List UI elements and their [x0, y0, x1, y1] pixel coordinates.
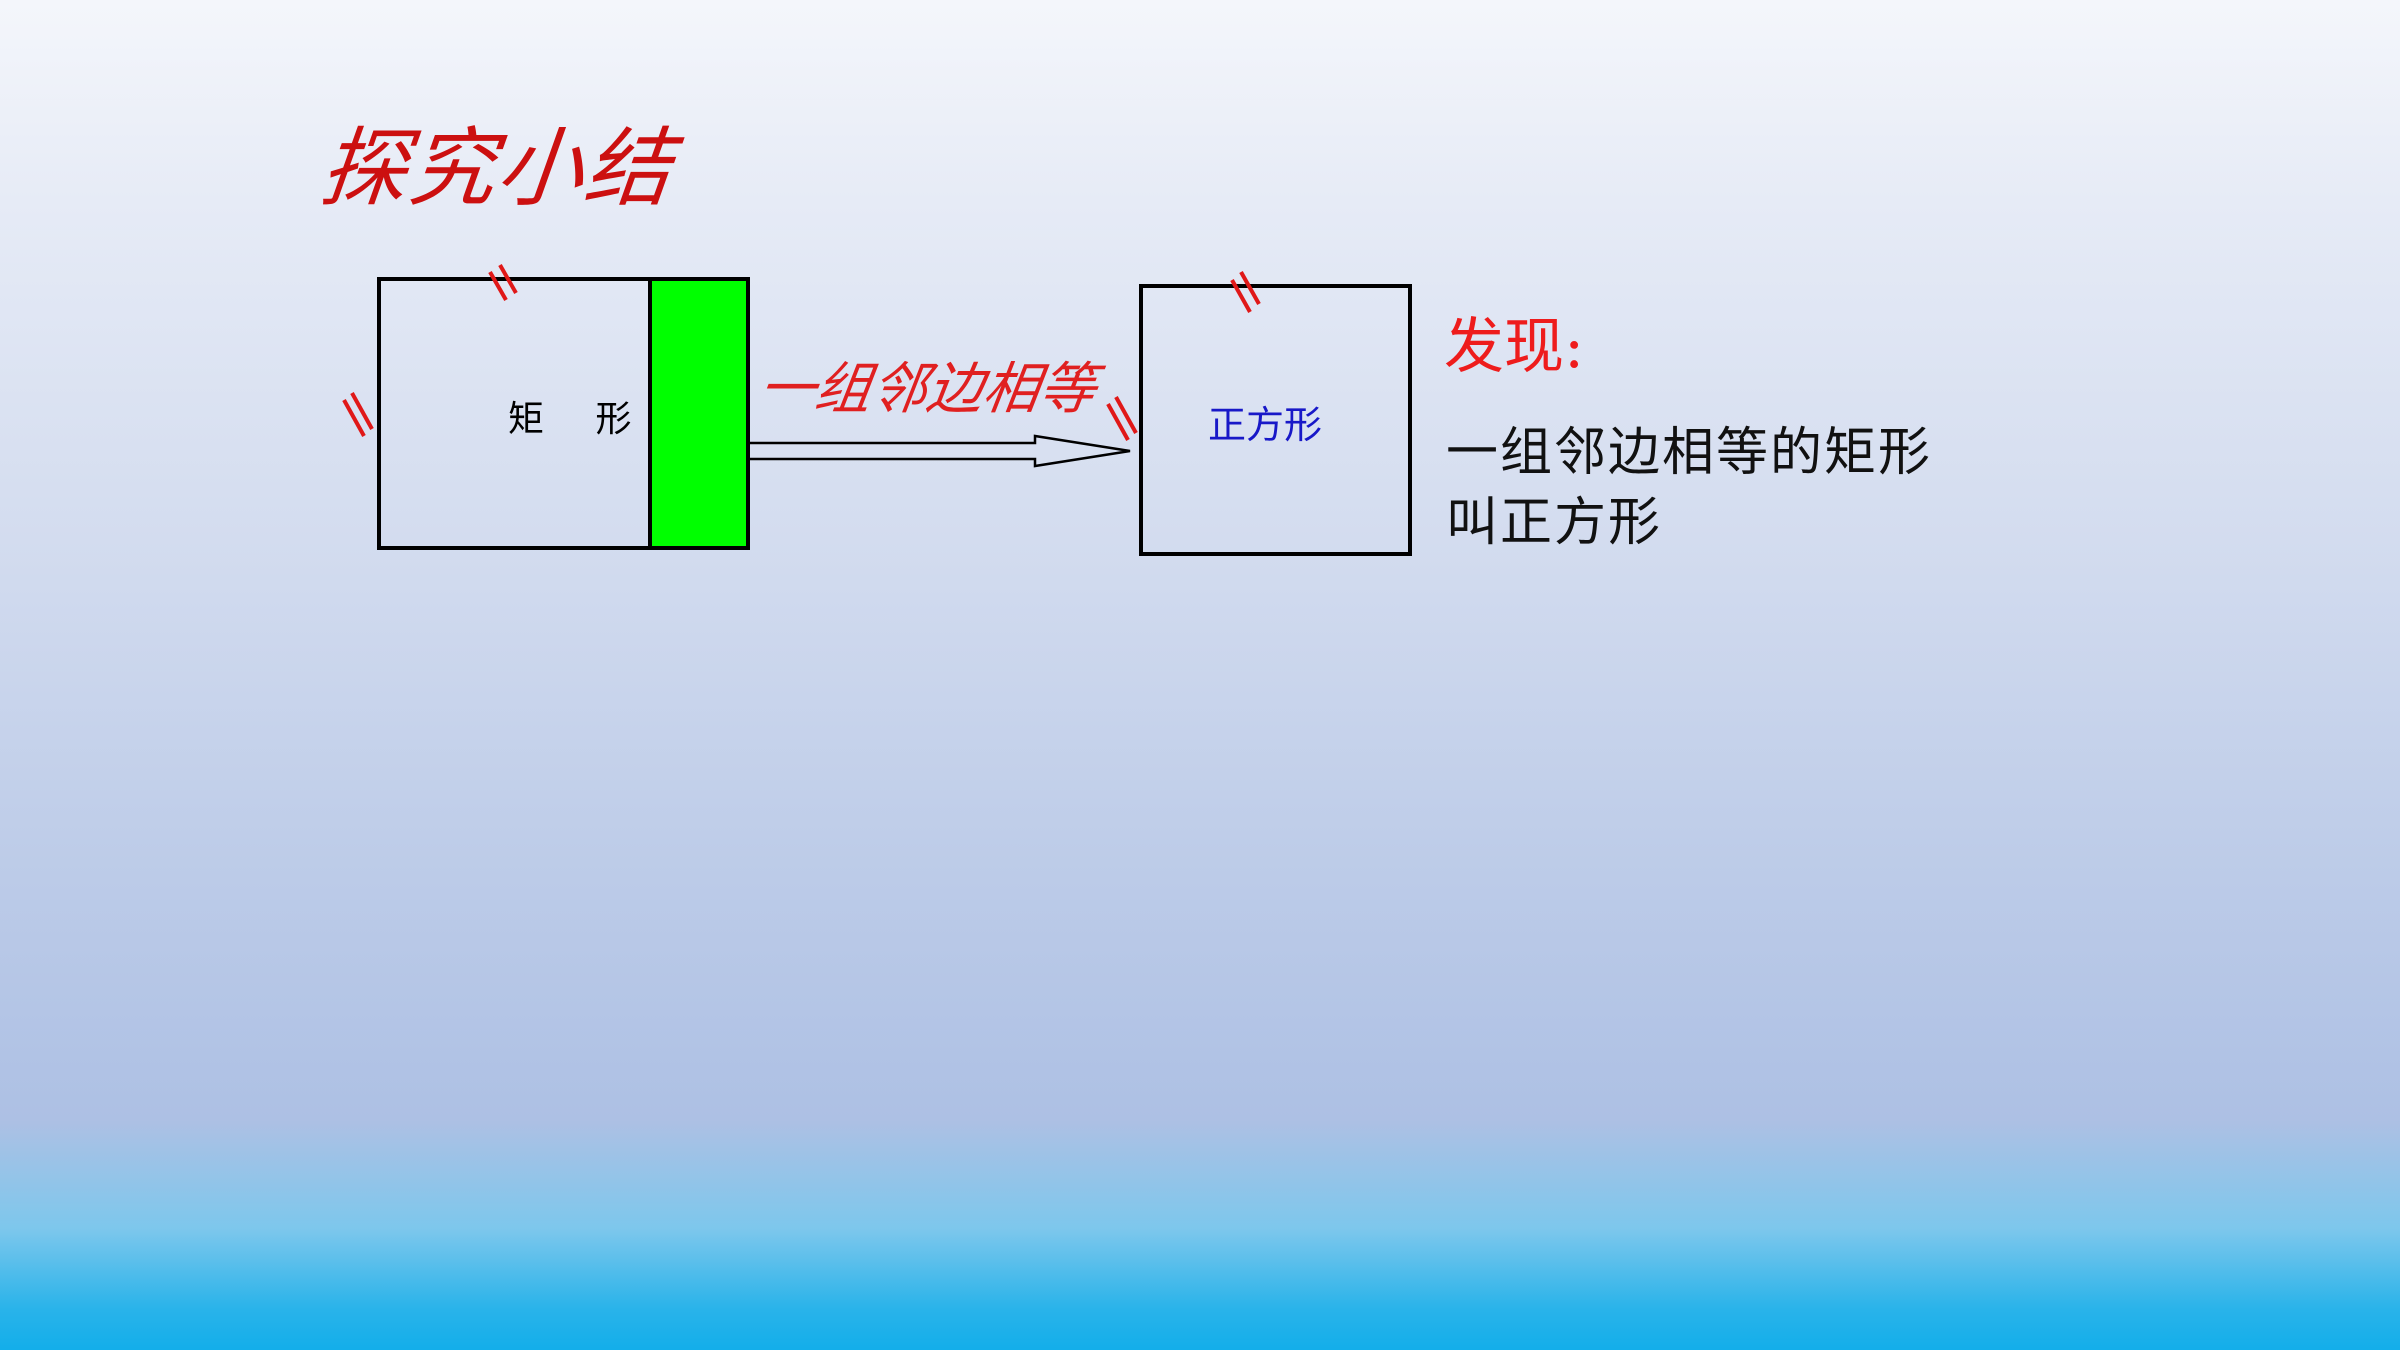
rectangle-left-tick-marks: [342, 392, 374, 437]
arrow-condition-label: 一组邻边相等: [754, 357, 1100, 422]
finding-line-2: 叫正方形: [1446, 493, 1663, 553]
rectangle-label: 矩 形: [508, 399, 652, 440]
square-label: 正方形: [1208, 403, 1323, 447]
green-strip: [648, 277, 750, 550]
finding-text: 一组邻边相等的矩形 叫正方形: [1446, 418, 1932, 558]
square-left-tick-marks: [1106, 396, 1138, 441]
finding-line-1: 一组邻边相等的矩形: [1446, 423, 1933, 483]
rectangle-top-tick-marks: [488, 264, 518, 301]
finding-heading: 发现:: [1444, 312, 1585, 382]
square-top-tick-marks: [1230, 271, 1261, 313]
square-shape: [1139, 284, 1412, 556]
transform-arrow: [750, 434, 1131, 468]
